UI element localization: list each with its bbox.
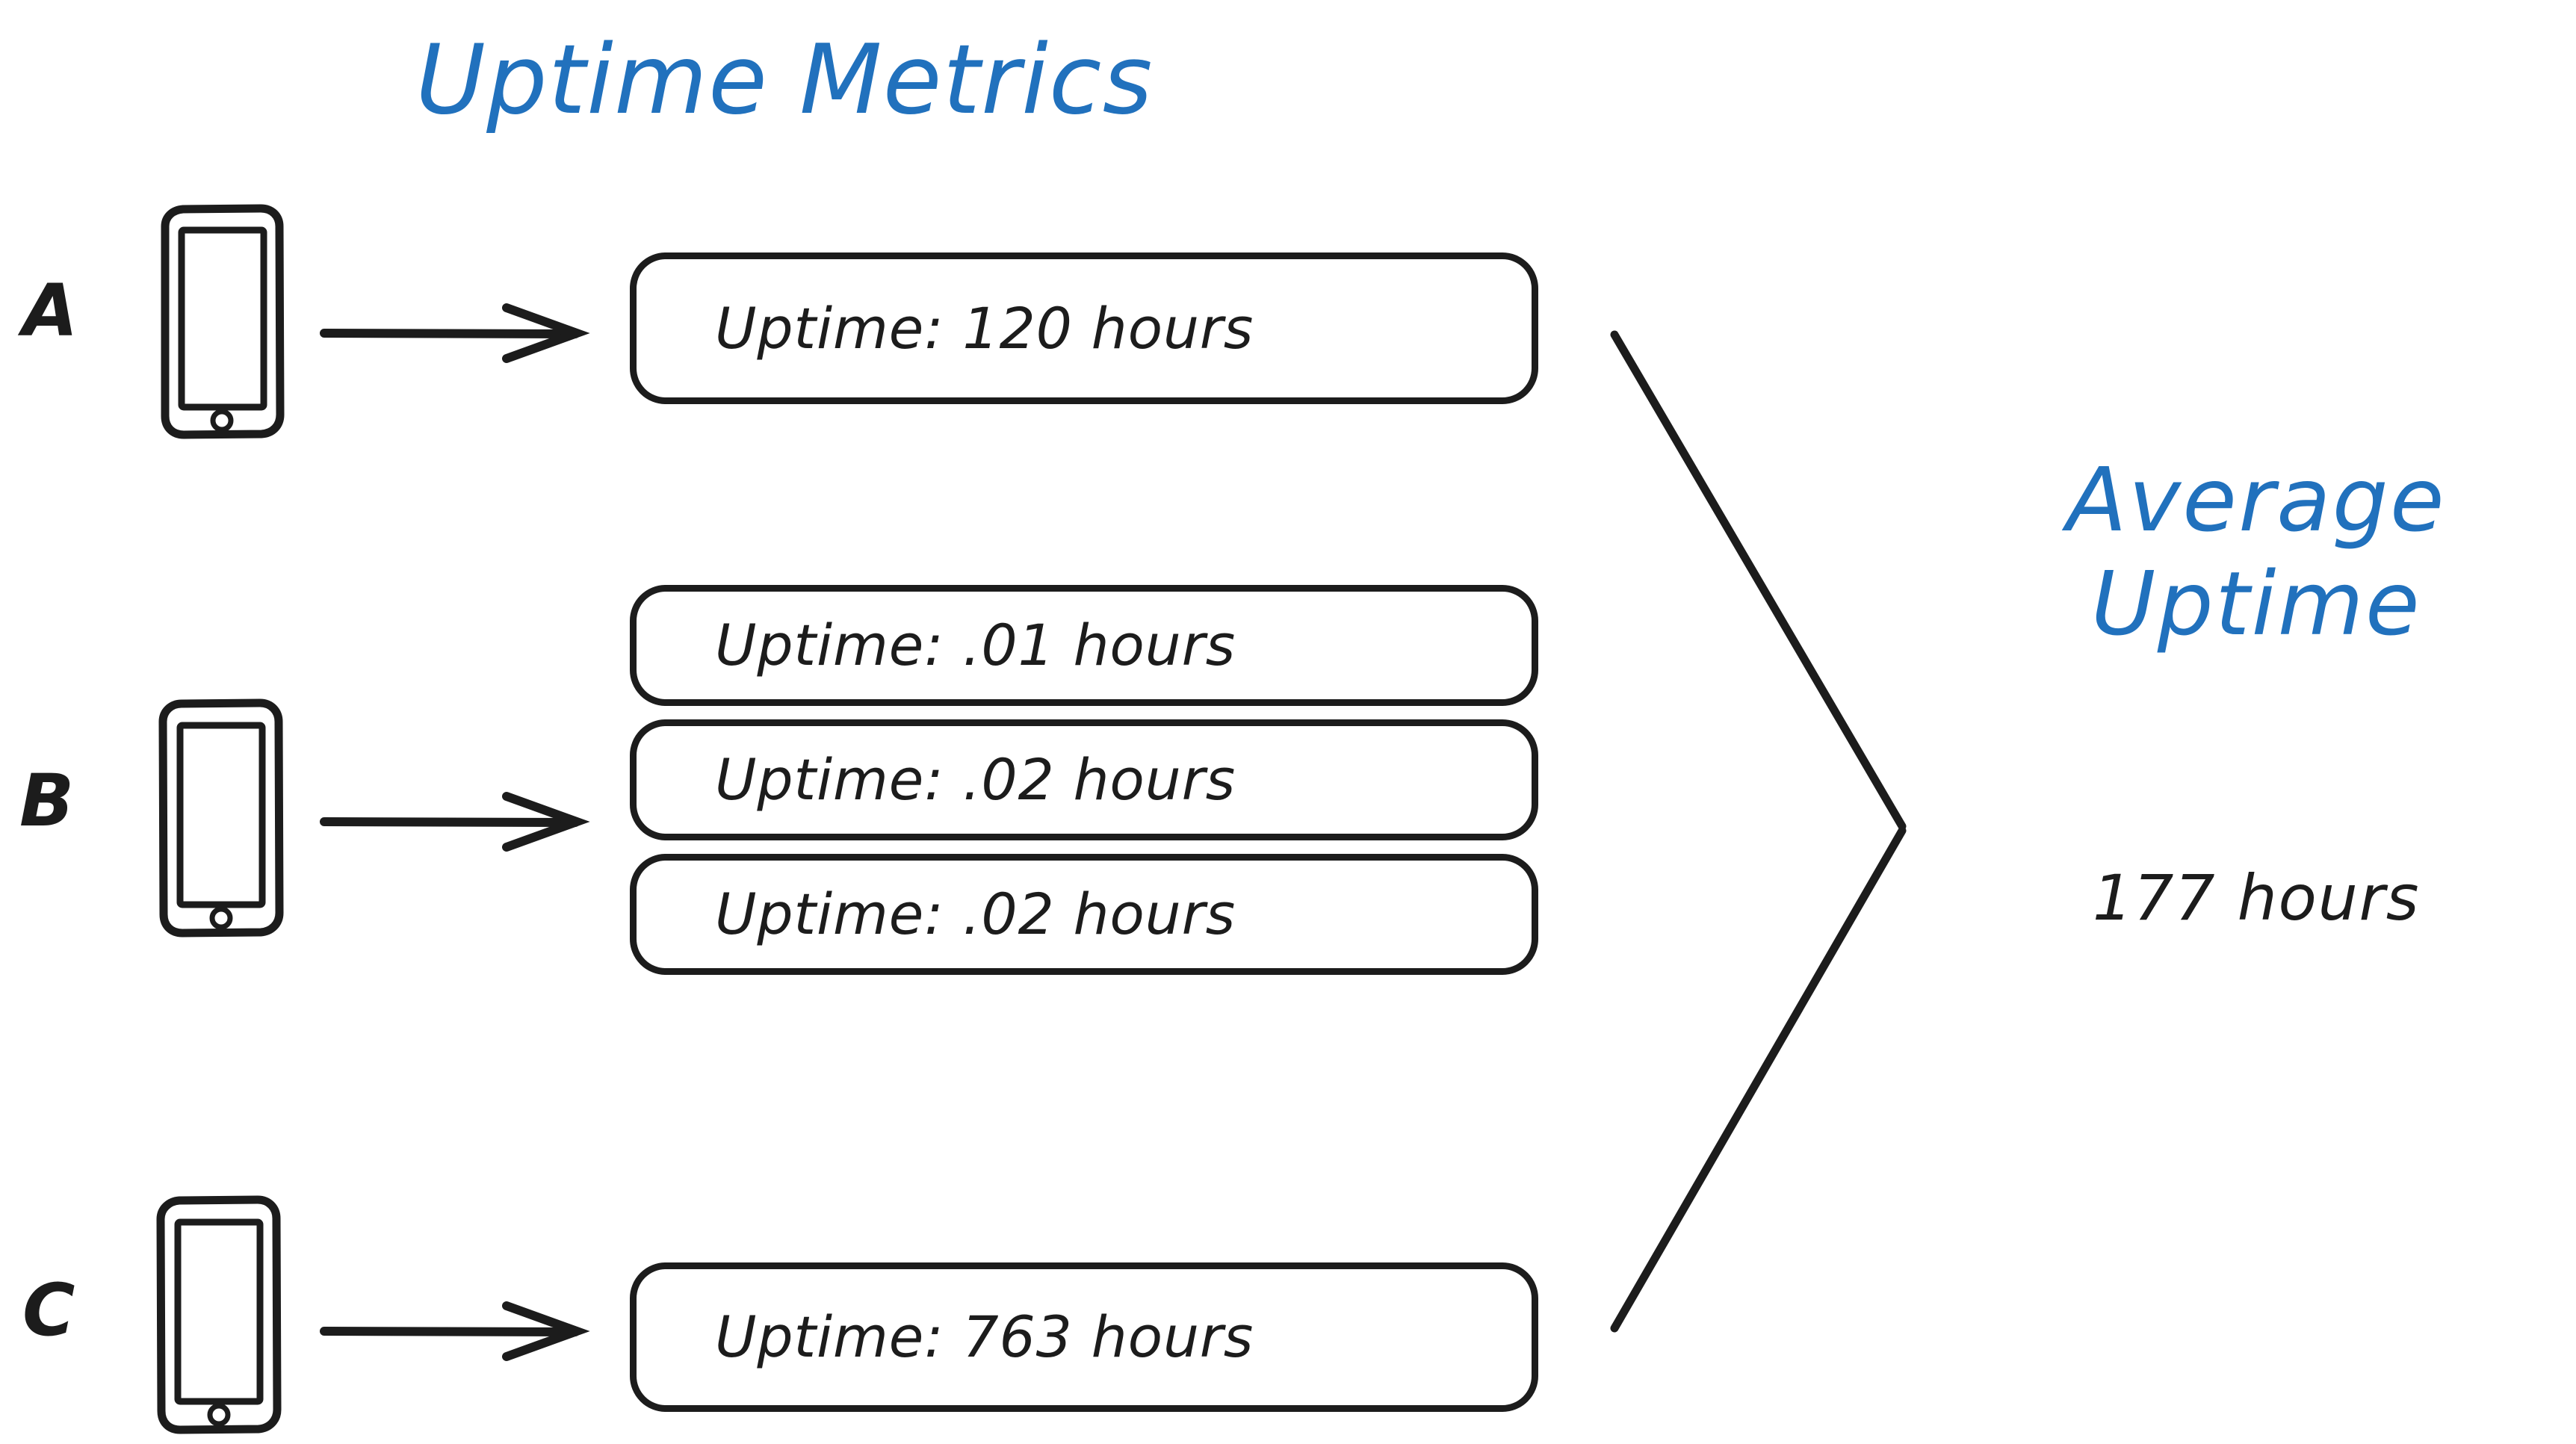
device-label-c: C bbox=[22, 1268, 77, 1352]
metric-box-label: Uptime: .02 hours bbox=[715, 881, 1236, 947]
metric-box-label: Uptime: .02 hours bbox=[715, 746, 1236, 813]
arrow-right-icon-a bbox=[320, 303, 590, 363]
metric-box[interactable]: Uptime: .02 hours bbox=[630, 854, 1538, 975]
arrow-right-icon-b bbox=[320, 792, 590, 852]
metric-box[interactable]: Uptime: .02 hours bbox=[630, 719, 1538, 840]
metric-box-label: Uptime: 763 hours bbox=[715, 1304, 1254, 1370]
metric-box[interactable]: Uptime: .01 hours bbox=[630, 585, 1538, 706]
page-title: Uptime Metrics bbox=[415, 25, 1154, 136]
device-label-b: B bbox=[19, 759, 76, 843]
arrow-right-icon-c bbox=[320, 1301, 590, 1361]
mobile-phone-icon-a bbox=[161, 204, 285, 439]
metric-box-label: Uptime: 120 hours bbox=[715, 294, 1254, 362]
summary-title: Average Uptime bbox=[1957, 448, 2555, 656]
metric-box-label: Uptime: .01 hours bbox=[715, 612, 1236, 678]
summary-title-line-1: Average bbox=[2066, 448, 2446, 551]
converging-bracket-icon bbox=[1610, 330, 1907, 1333]
summary-value: 177 hours bbox=[2092, 861, 2421, 935]
summary-title-line-2: Uptime bbox=[2090, 552, 2422, 656]
metric-box[interactable]: Uptime: 120 hours bbox=[630, 252, 1538, 404]
device-label-a: A bbox=[22, 269, 80, 353]
mobile-phone-icon-c bbox=[156, 1195, 282, 1434]
mobile-phone-icon-b bbox=[158, 698, 284, 938]
metric-box[interactable]: Uptime: 763 hours bbox=[630, 1262, 1538, 1412]
